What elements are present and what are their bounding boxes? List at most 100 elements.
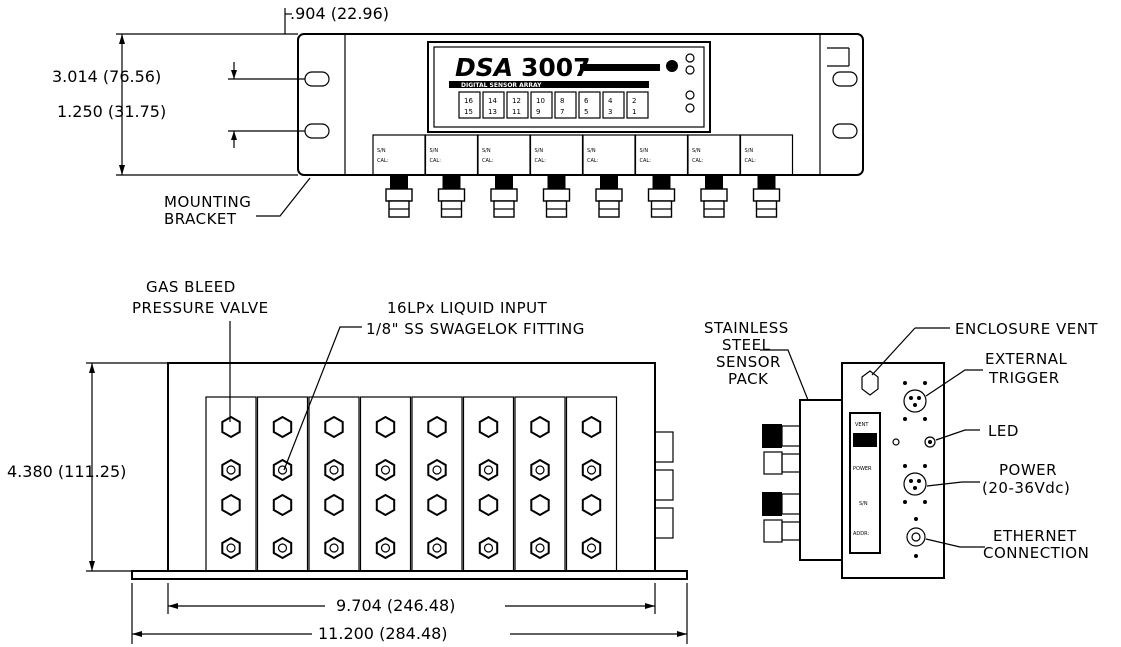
port-box [687, 134, 741, 176]
port-box [582, 134, 636, 176]
port-nut [705, 175, 723, 189]
panel-indicator-dot [666, 60, 678, 72]
sensor-module [514, 396, 566, 572]
side-view: GAS BLEED PRESSURE VALVE 16LPx LIQUID IN… [7, 278, 688, 644]
side-dim-inner-label: 9.704 (246.48) [336, 596, 455, 615]
ethernet-label-line1: ETHERNET [993, 527, 1077, 545]
side-dim-height-label: 4.380 (111.25) [7, 462, 126, 481]
fitting-bore [535, 543, 545, 553]
dim-height-label: 3.014 (76.56) [52, 67, 161, 86]
port-sn-label: S/N [587, 148, 596, 154]
gas-bleed-valve [324, 493, 344, 517]
ethernet-connector [906, 527, 926, 547]
liquid-input-fitting [427, 536, 447, 560]
gas-bleed-valve [272, 415, 293, 439]
port-sn-label: S/N [482, 148, 491, 154]
external-trigger-label-line2: TRIGGER [988, 369, 1060, 387]
port-collar [595, 188, 623, 202]
sensor-pack-label-line4: PACK [728, 370, 769, 388]
port-sn-label: S/N [640, 148, 649, 154]
side-connector-1 [654, 431, 674, 463]
sensor-pack-leader [760, 349, 809, 401]
channel-block [530, 91, 553, 119]
ethernet-leader [925, 538, 985, 548]
side-dim-total-label: 11.200 (284.48) [318, 624, 448, 643]
dim-offset-label: .904 (22.96) [290, 4, 389, 23]
fitting-bore [329, 543, 339, 553]
port-cal-label: CAL: [745, 158, 757, 164]
side-connector-2 [654, 469, 674, 501]
port-collar [542, 188, 571, 202]
liquid-input-fitting [581, 536, 602, 560]
port-sn-label: S/N [377, 148, 386, 154]
port-box [739, 134, 794, 176]
port-row: S/NCAL:S/NCAL:S/NCAL:S/NCAL:S/NCAL:S/NCA… [372, 134, 794, 218]
port-collar [647, 188, 676, 202]
fitting-bore [329, 465, 339, 475]
fitting-bore [277, 465, 288, 475]
base-plate [131, 570, 688, 580]
fitting-bore [483, 465, 494, 475]
bracket-label-line2: BRACKET [164, 210, 237, 228]
gas-bleed-valve [581, 415, 602, 439]
bracket-label-line1: MOUNTING [164, 193, 251, 211]
port-sn-label: S/N [535, 148, 544, 154]
channel-number-top: 8 [560, 97, 564, 105]
port-collar [437, 188, 466, 202]
port-box [424, 134, 479, 176]
liquid-input-fitting [221, 536, 241, 560]
liquid-input-label-line2: 1/8" SS SWAGELOK FITTING [366, 320, 585, 338]
enclosure-vent [861, 370, 879, 396]
liquid-input-fitting [530, 536, 550, 560]
end-fitting-2 [763, 451, 801, 475]
fitting-bore [277, 543, 288, 553]
power-label-line1: POWER [999, 461, 1057, 479]
enclosure-label-strip [849, 412, 881, 554]
sensor-module [205, 396, 257, 572]
fitting-bore [432, 543, 442, 553]
gas-bleed-valve [272, 493, 293, 517]
side-connector-3 [654, 507, 674, 539]
channel-number-bottom: 9 [536, 108, 540, 116]
channel-block [578, 91, 601, 119]
gas-bleed-valve [221, 415, 241, 439]
fitting-bore [586, 465, 597, 475]
led-label: LED [988, 422, 1019, 440]
sensor-module [462, 396, 515, 572]
fitting-bore [432, 465, 442, 475]
port-cal-label: CAL: [535, 158, 547, 164]
panel-sn-text: S/N [859, 501, 868, 507]
power-label-line2: (20-36Vdc) [982, 479, 1070, 497]
port-nut [757, 175, 776, 189]
liquid-input-fitting [375, 536, 396, 560]
gas-bleed-valve [427, 415, 447, 439]
sensor-pack-label-line3: SENSOR [716, 353, 781, 371]
port-sn-label: S/N [692, 148, 701, 154]
end-fitting-1 [762, 424, 801, 448]
external-trigger-connector [903, 389, 927, 413]
port-sn-label: S/N [430, 148, 439, 154]
liquid-input-fitting [221, 458, 241, 482]
channel-number-top: 6 [584, 97, 589, 105]
port-collar [700, 188, 728, 202]
top-view: .904 (22.96) DSA 3007 DIGITAL SENSOR ARR… [52, 4, 864, 228]
port-box [634, 134, 689, 176]
sensor-module [411, 396, 463, 572]
channel-number-top: 10 [536, 97, 545, 105]
channel-number-bottom: 3 [608, 108, 612, 116]
liquid-input-fitting [581, 458, 602, 482]
panel-vent-text: VENT [855, 422, 869, 428]
liquid-input-fitting [478, 458, 499, 482]
port-box [529, 134, 584, 176]
power-connector [903, 472, 927, 496]
channel-number-top: 14 [488, 97, 497, 105]
liquid-input-fitting [324, 458, 344, 482]
channel-number-top: 12 [512, 97, 521, 105]
channel-number-bottom: 7 [560, 108, 564, 116]
liquid-input-fitting [375, 458, 396, 482]
port-nut [390, 175, 408, 189]
sensor-module [359, 396, 412, 572]
mounting-slot-lower-right [832, 123, 858, 139]
bracket-leader [256, 177, 311, 217]
panel-connector-1 [685, 65, 695, 75]
